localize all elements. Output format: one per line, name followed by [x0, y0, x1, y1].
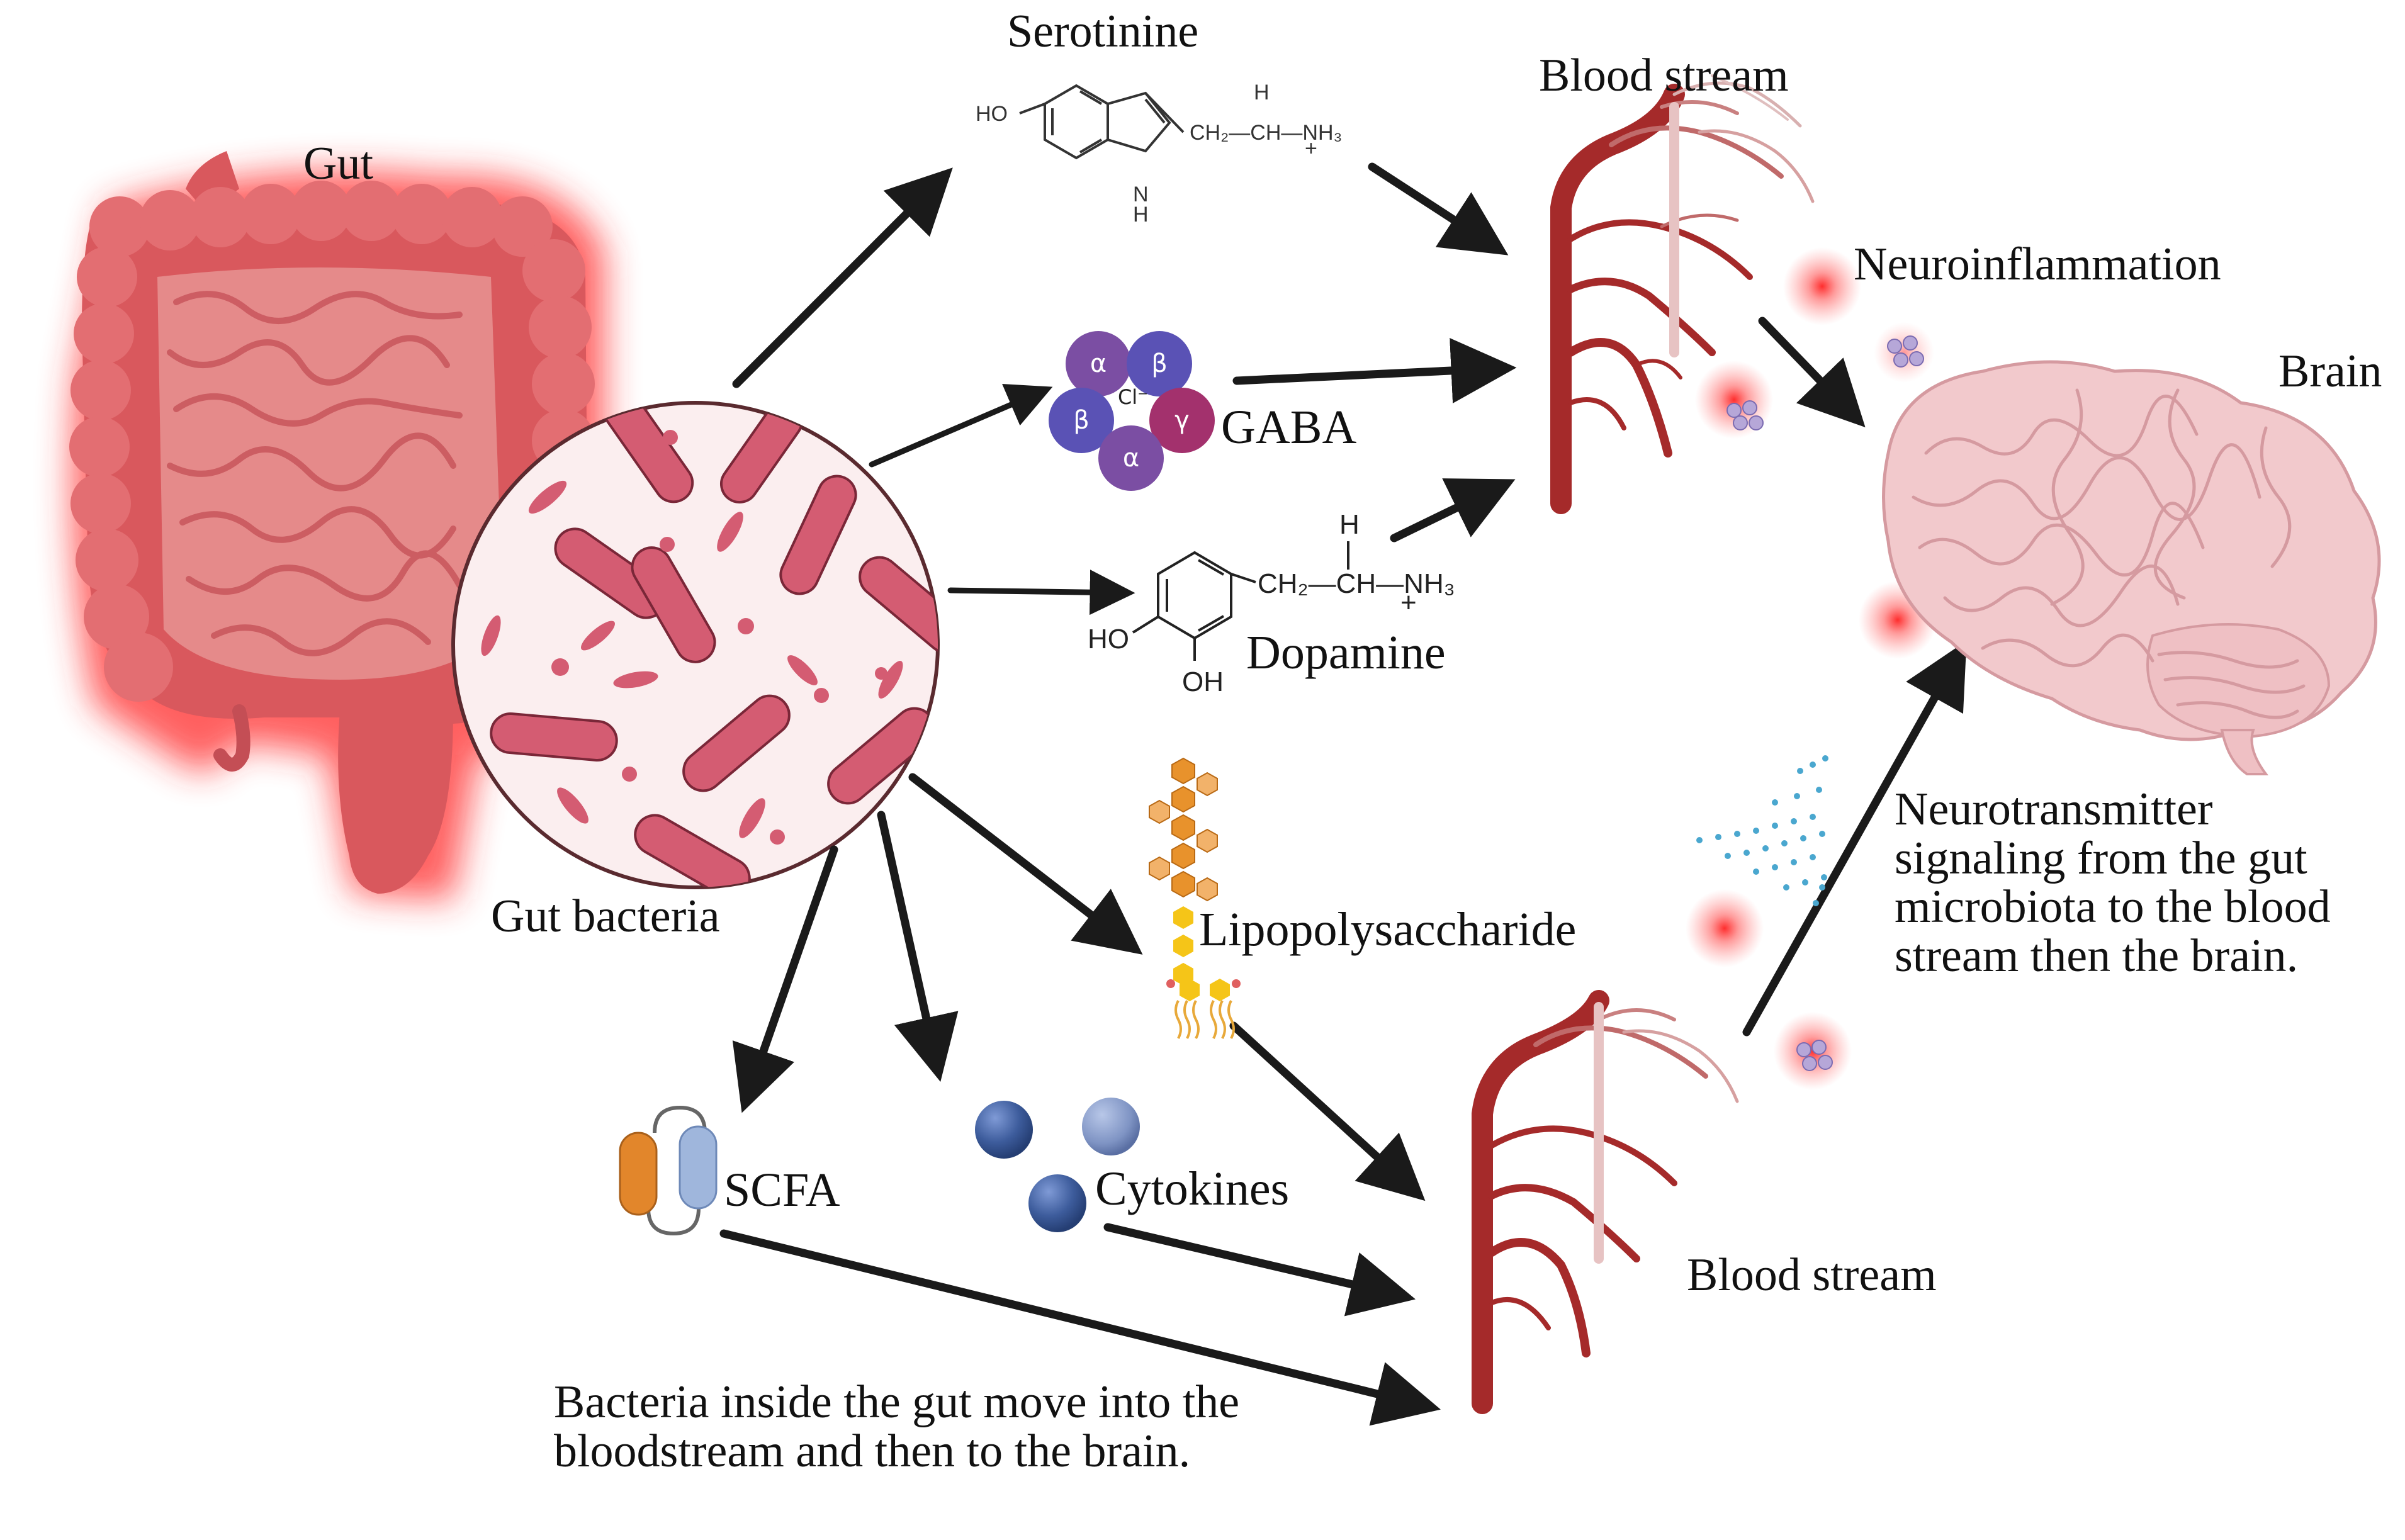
dopamine-oh: OH: [1182, 666, 1224, 697]
lipopolysaccharide-label: Lipopolysaccharide: [1199, 903, 1577, 956]
gut-bacteria-label: Gut bacteria: [491, 891, 720, 942]
brain-label: Brain: [2278, 346, 2382, 397]
gaba-chloride: Cl⁻: [1118, 385, 1148, 409]
arrow-bacteria-to-gaba: [869, 383, 1053, 468]
arrow-bacteria-to-scfa: [732, 845, 838, 1113]
gaba-receptor: α β β γ α Cl⁻: [1049, 331, 1215, 491]
gaba-beta-2: β: [1073, 406, 1090, 435]
dopamine-label: Dopamine: [1246, 626, 1446, 679]
serotonin-plus: +: [1305, 137, 1317, 160]
brain-illustration: [1882, 360, 2381, 775]
arrow-blood-to-brain-bottom: [1742, 641, 1967, 1037]
arrow-serotonin-to-blood: [1368, 162, 1509, 256]
serotonin-structure: [1019, 84, 1185, 160]
inflammation-markers: [1686, 247, 1937, 1090]
cytokines-label: Cytokines: [1095, 1162, 1290, 1215]
arrow-cytokines-to-blood: [1103, 1223, 1416, 1317]
gaba-alpha-2: α: [1123, 444, 1139, 473]
serotonin-n: N: [1133, 183, 1149, 206]
gaba-label: GABA: [1221, 401, 1357, 454]
dopamine-h: H: [1339, 509, 1360, 540]
gut-bacteria-circle: [451, 401, 940, 889]
arrow-dopamine-to-blood: [1390, 478, 1516, 542]
blood-vessel-bottom: [1472, 990, 1739, 1414]
pathway-arrows: [719, 162, 1967, 1426]
lipopolysaccharide-molecule: [1149, 757, 1241, 1039]
bacteria-path-caption: Bacteria inside the gut move into the bl…: [554, 1376, 1240, 1477]
neurotransmitter-particles: [1696, 755, 1828, 906]
serotonin-n-h: H: [1133, 203, 1149, 227]
dopamine-ho: HO: [1088, 624, 1129, 655]
neurotransmitter-caption: Neurotransmitter signaling from the gut …: [1895, 784, 2331, 982]
arrow-bacteria-to-lps: [908, 773, 1143, 955]
dopamine-chain: CH₂—CH—NH₃: [1258, 568, 1455, 599]
serotonin-h: H: [1254, 81, 1270, 104]
blood-stream-bottom-label: Blood stream: [1687, 1249, 1937, 1301]
dopamine-structure: [1132, 541, 1349, 661]
arrow-blood-to-brain-top: [1758, 317, 1866, 428]
serotonine-label: Serotinine: [1007, 6, 1199, 57]
arrow-bacteria-to-dopamine: [947, 570, 1135, 615]
scfa-label: SCFA: [724, 1164, 840, 1217]
arrow-bacteria-to-cytokines: [877, 811, 959, 1082]
serotonin-ho: HO: [976, 102, 1008, 126]
gut-label: Gut: [303, 138, 373, 189]
gaba-beta-1: β: [1151, 349, 1168, 378]
scfa-icon: [619, 1105, 718, 1236]
blood-vessel-top: [1550, 74, 1815, 514]
neuroinflammation-label: Neuroinflammation: [1854, 239, 2221, 290]
blood-stream-top-label: Blood stream: [1539, 50, 1789, 101]
dopamine-plus: +: [1400, 587, 1417, 618]
cytokines-icon: [975, 1098, 1140, 1232]
gaba-gamma: γ: [1174, 406, 1190, 435]
arrow-lps-to-blood: [1229, 1021, 1426, 1201]
arrow-bacteria-to-serotonin: [732, 167, 953, 388]
gaba-alpha-1: α: [1090, 349, 1107, 378]
arrow-gaba-to-blood: [1232, 338, 1517, 403]
serotonin-chain: CH₂—CH—NH₃: [1190, 121, 1342, 145]
arrow-scfa-to-blood: [719, 1229, 1441, 1426]
